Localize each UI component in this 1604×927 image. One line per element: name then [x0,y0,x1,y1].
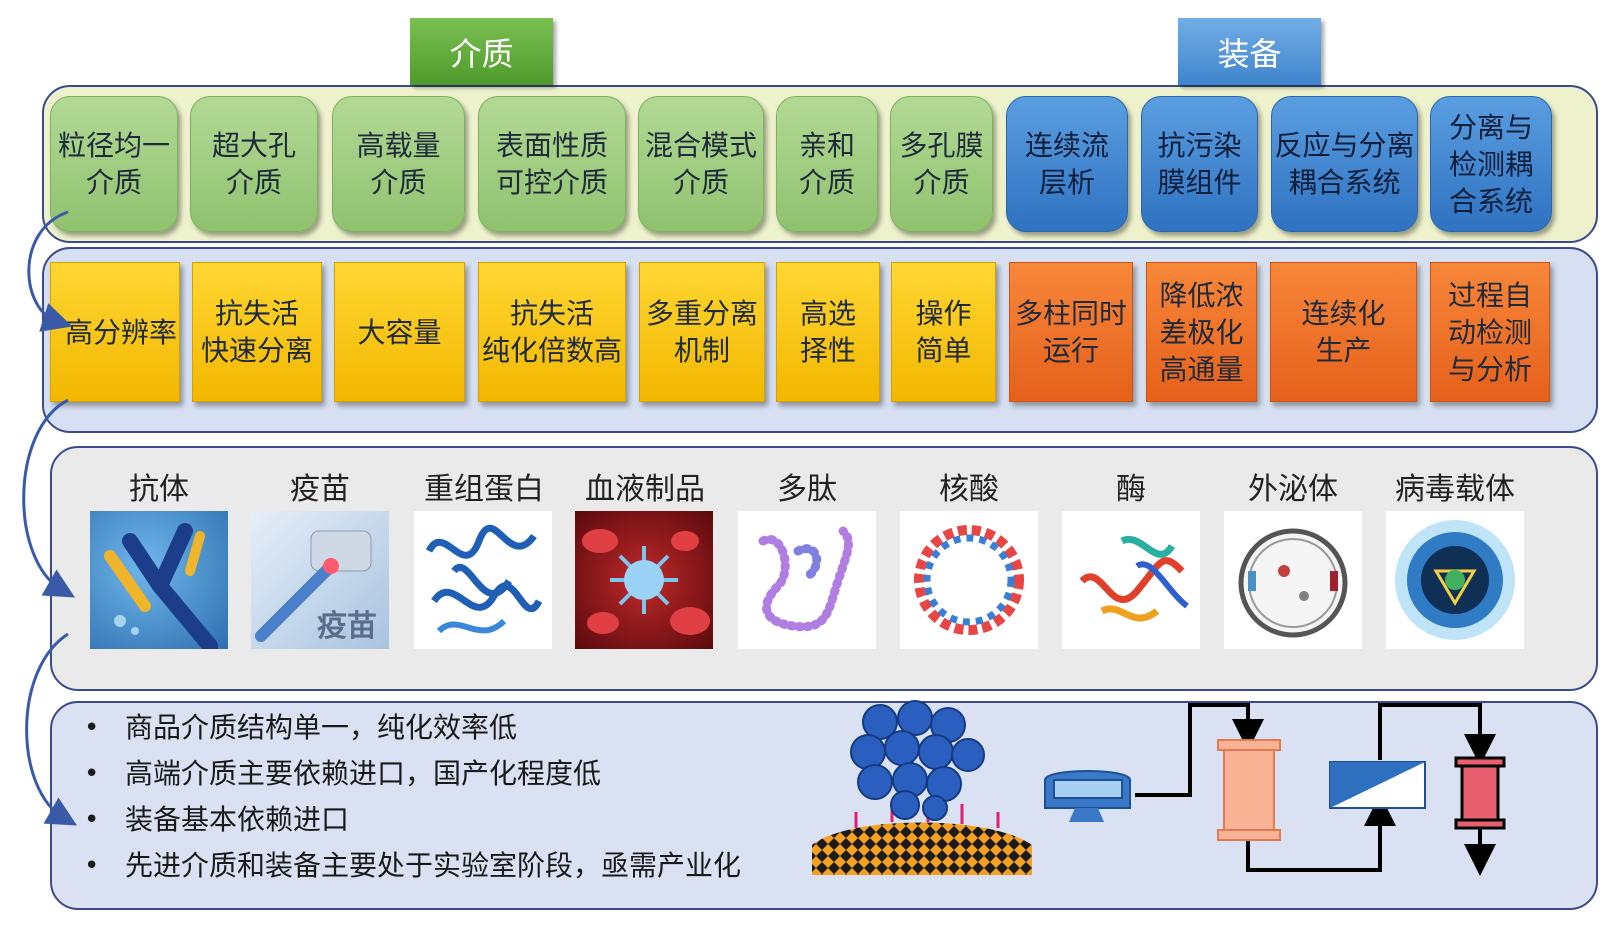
problem-item: 装备基本依赖进口 [80,797,741,843]
product-label: 多肽 [732,464,882,508]
problem-item: 商品介质结构单一，纯化效率低 [80,705,741,751]
equipment-type-box: 反应与分离 耦合系统 [1271,96,1418,232]
product-label: 重组蛋白 [409,464,559,508]
flow-arrows [0,0,110,927]
antibody-icon [90,511,228,649]
equipment-type-box: 抗污染 膜组件 [1141,96,1258,232]
media-feature-box: 抗失活 纯化倍数高 [478,262,626,402]
media-type-box: 混合模式 介质 [638,96,764,232]
media-type-box: 超大孔 介质 [190,96,318,232]
nucleic-acid-icon [900,511,1038,649]
media-feature-box: 大容量 [334,262,465,402]
vaccine-icon: 疫苗 [251,511,389,649]
viral-vector-icon [1386,511,1524,649]
enzyme-icon [1062,511,1200,649]
equipment-feature-box: 降低浓 差极化 高通量 [1146,262,1257,402]
exosome-icon [1224,511,1362,649]
equipment-feature-box: 多柱同时 运行 [1009,262,1133,402]
problem-list: 商品介质结构单一，纯化效率低 高端介质主要依赖进口，国产化程度低 装备基本依赖进… [80,705,741,889]
media-feature-box: 高选 择性 [776,262,880,402]
peptide-icon [738,511,876,649]
media-type-box: 高载量 介质 [332,96,465,232]
chromatography-system-diagram [1040,700,1510,885]
product-label: 酶 [1056,464,1206,508]
problem-item: 先进介质和装备主要处于实验室阶段，亟需产业化 [80,843,741,889]
equipment-feature-box: 连续化 生产 [1270,262,1417,402]
media-feature-box: 操作 简单 [891,262,996,402]
equipment-type-box: 连续流 层析 [1006,96,1128,232]
product-label: 疫苗 [245,464,395,508]
media-type-box: 表面性质 可控介质 [478,96,626,232]
media-category-header: 介质 [410,18,553,85]
problem-item: 高端介质主要依赖进口，国产化程度低 [80,751,741,797]
blood-icon [575,511,713,649]
protein-icon [414,511,552,649]
media-type-box: 多孔膜 介质 [890,96,993,232]
detector-icon [1456,758,1504,828]
porous-particle-icon [810,700,1035,880]
equipment-type-box: 分离与 检测耦 合系统 [1430,96,1552,232]
column-icon [1224,740,1274,840]
product-label: 外泌体 [1218,464,1368,508]
media-feature-box: 抗失活 快速分离 [192,262,322,402]
media-type-box: 亲和 介质 [776,96,878,232]
product-label: 血液制品 [570,464,720,508]
media-feature-box: 多重分离 机制 [639,262,765,402]
membrane-module-icon [1330,762,1425,808]
product-label: 核酸 [894,464,1044,508]
product-label: 病毒载体 [1380,464,1530,508]
monitor-icon [1045,771,1130,822]
vaccine-overlay-text: 疫苗 [317,601,377,645]
equipment-feature-box: 过程自 动检测 与分析 [1430,262,1550,402]
equipment-category-header: 装备 [1178,18,1321,85]
